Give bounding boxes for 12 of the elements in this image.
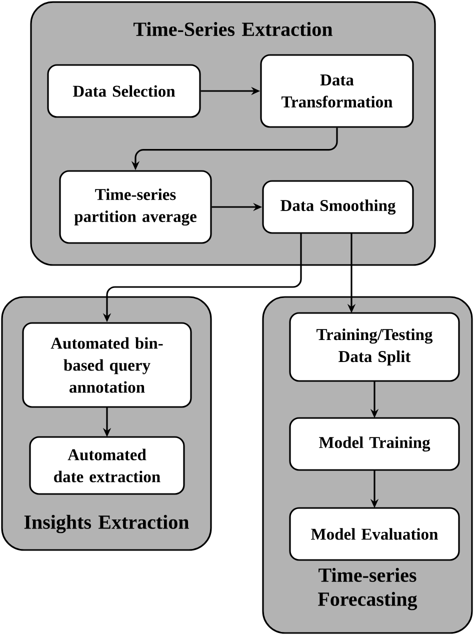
group-title: Insights Extraction bbox=[24, 514, 189, 534]
process-box: Data Transformation bbox=[260, 54, 414, 128]
process-box: Data Selection bbox=[47, 64, 201, 118]
group-title: Time-series Forecasting bbox=[318, 568, 418, 610]
process-box: Data Smoothing bbox=[262, 180, 414, 234]
process-box: Time-series partition average bbox=[59, 170, 212, 244]
process-box: Automated bin-based query annotation bbox=[22, 322, 192, 408]
process-box: Model Evaluation bbox=[289, 507, 460, 561]
process-box: Automated date extraction bbox=[29, 436, 185, 495]
process-box: Training/Testing Data Split bbox=[289, 312, 460, 382]
group-title: Time-Series Extraction bbox=[134, 22, 332, 36]
process-box: Model Training bbox=[289, 417, 460, 471]
